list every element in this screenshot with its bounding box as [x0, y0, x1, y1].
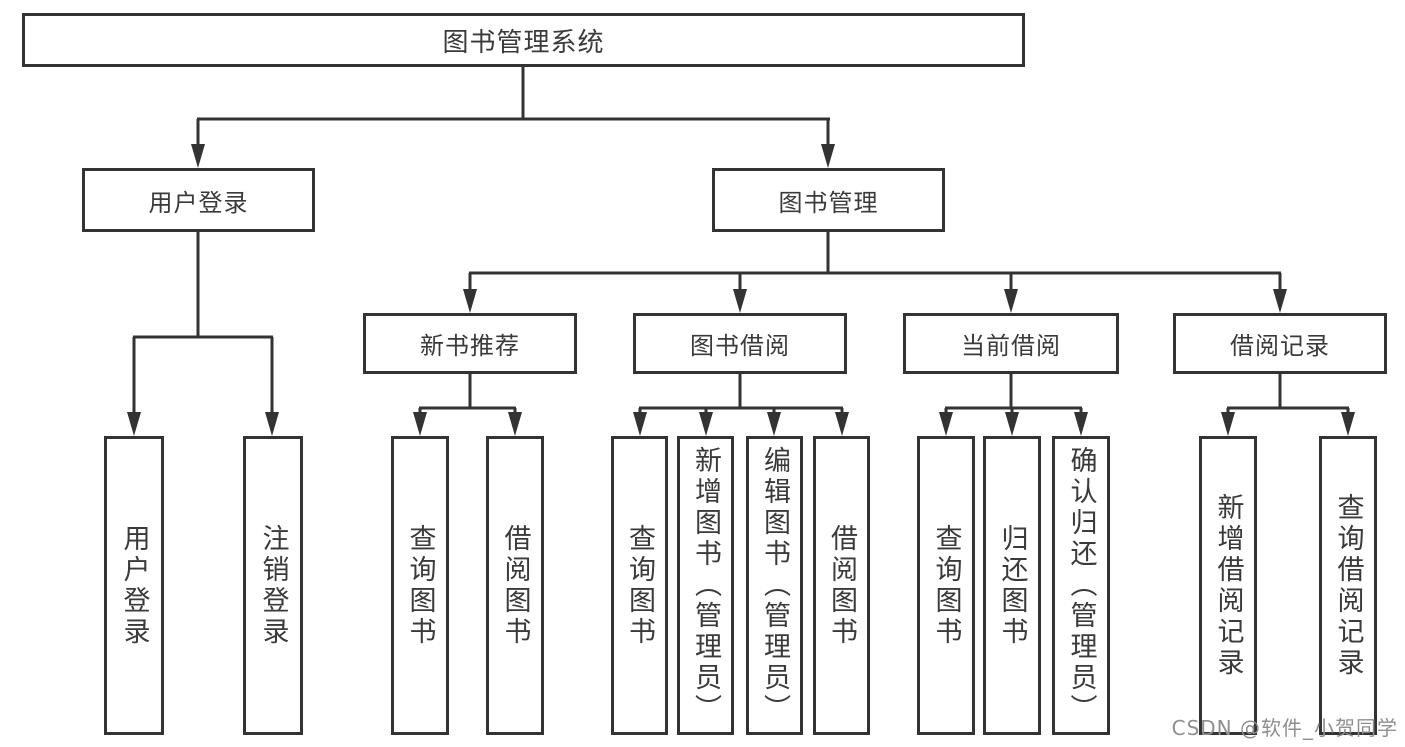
node-label: 图书管理 — [778, 188, 879, 217]
node-new-book-recommend: 新书推荐 — [363, 313, 577, 374]
node-label: 新书推荐 — [420, 332, 520, 360]
arrowheads — [127, 144, 1355, 436]
node-label: 查询图书 — [930, 523, 962, 648]
node-current-borrow: 当前借阅 — [903, 313, 1119, 374]
leaf-query-books-current: 查询图书 — [917, 436, 975, 735]
leaf-query-borrow-record: 查询借阅记录 — [1319, 436, 1377, 735]
connector-paths — [132, 67, 1350, 416]
node-label: 借阅图书 — [826, 523, 857, 648]
leaf-query-books-borrow: 查询图书 — [611, 436, 668, 735]
node-label: 注销登录 — [257, 523, 289, 648]
node-label: 新增借阅记录 — [1212, 492, 1244, 679]
leaf-return-book: 归还图书 — [983, 436, 1041, 735]
node-label: 用户登录 — [118, 523, 150, 648]
leaf-edit-book-admin: 编辑图书（管理员） — [746, 436, 803, 735]
node-label: 图书借阅 — [690, 332, 790, 360]
node-borrow-record: 借阅记录 — [1173, 313, 1387, 374]
csdn-watermark: CSDN @软件_小贺同学 — [1171, 716, 1398, 740]
node-book-borrow: 图书借阅 — [633, 313, 847, 374]
node-label: 借阅记录 — [1230, 332, 1330, 360]
node-label: 图书管理系统 — [442, 27, 605, 58]
leaf-query-books-recommend: 查询图书 — [391, 436, 449, 735]
node-label: 确认归还（管理员） — [1065, 446, 1097, 725]
node-label: 归还图书 — [996, 523, 1028, 648]
node-label: 借阅图书 — [499, 523, 531, 648]
node-label: 查询图书 — [404, 523, 436, 648]
node-label: 用户登录 — [148, 188, 249, 217]
node-book-management: 图书管理 — [712, 168, 945, 232]
leaf-borrow-books-recommend: 借阅图书 — [486, 436, 544, 735]
node-label: 编辑图书（管理员） — [759, 446, 790, 725]
node-user-login-group: 用户登录 — [82, 168, 315, 232]
leaf-add-borrow-record: 新增借阅记录 — [1199, 436, 1257, 735]
leaf-add-book-admin: 新增图书（管理员） — [677, 436, 734, 735]
leaf-confirm-return-admin: 确认归还（管理员） — [1052, 436, 1110, 735]
leaf-borrow-books: 借阅图书 — [813, 436, 870, 735]
node-label: 新增图书（管理员） — [690, 446, 721, 725]
leaf-logout: 注销登录 — [243, 436, 303, 735]
node-label: 查询图书 — [624, 523, 655, 648]
leaf-user-login: 用户登录 — [104, 436, 164, 735]
node-label: 查询借阅记录 — [1332, 492, 1364, 679]
node-library-management-system: 图书管理系统 — [22, 13, 1025, 67]
node-label: 当前借阅 — [961, 332, 1061, 360]
